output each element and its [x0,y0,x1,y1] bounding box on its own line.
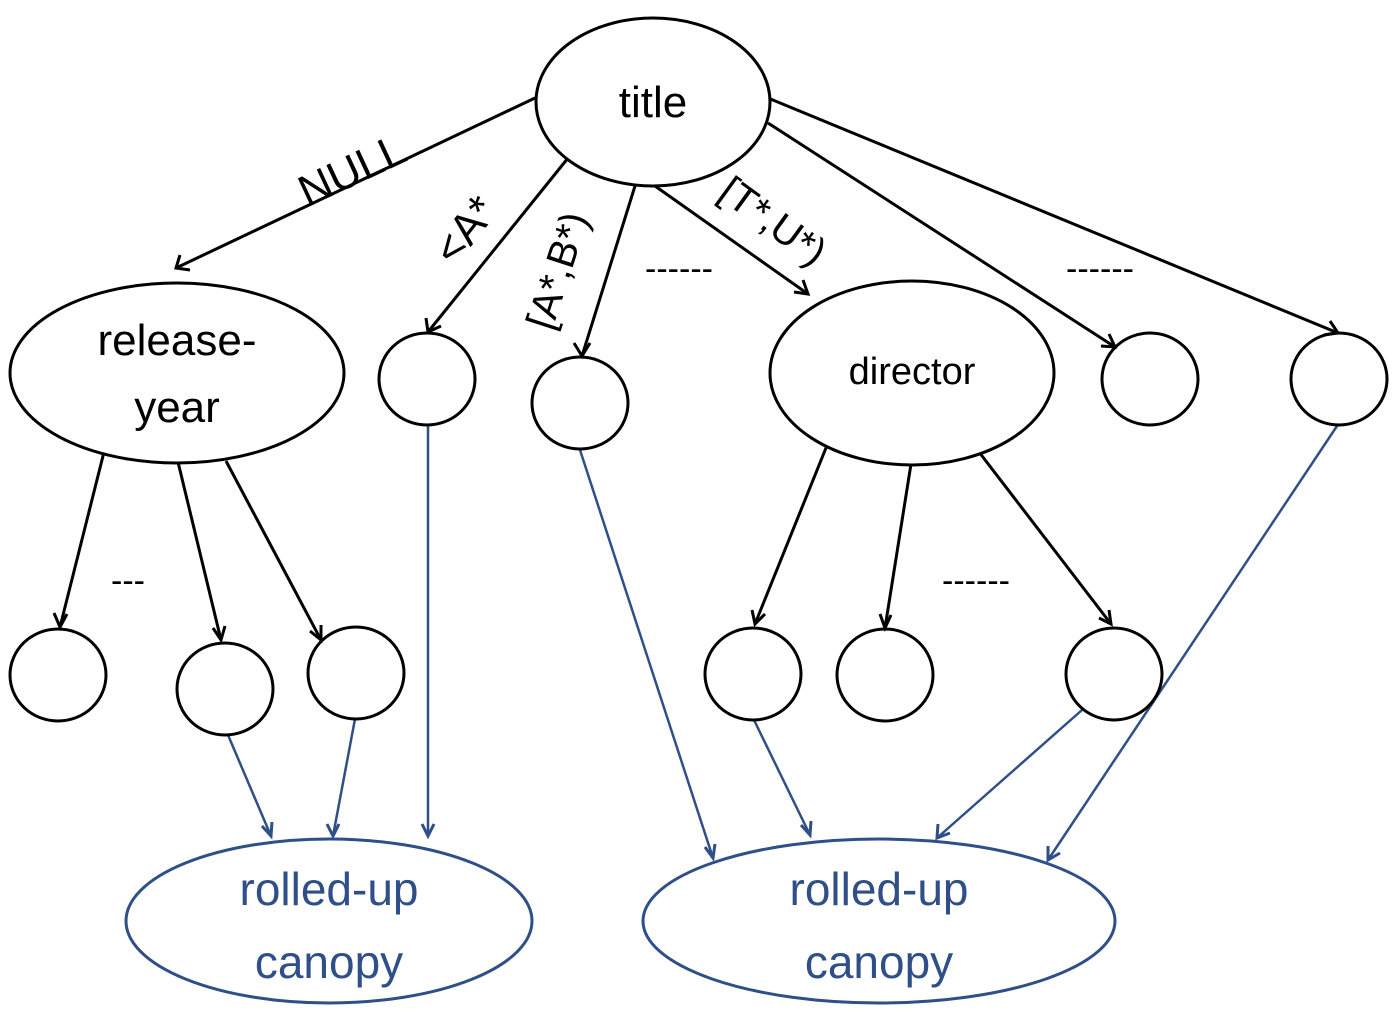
edge-label-null: NULL [291,124,414,216]
arrowhead-ry-child-2 [211,625,227,644]
label-left-canopy-line2: canopy [255,936,403,988]
edge-label-range-tu: [T*,U*) [711,169,834,275]
release-year-edges [58,451,323,641]
node-right-child-1 [1100,331,1200,427]
arrowhead-dir-child-3 [1098,609,1113,627]
edge-label-range-ab: [A*,B*) [518,207,597,335]
edge-director-to-child-1 [753,437,832,625]
edge-director-to-child-3 [977,451,1113,625]
edge-title-to-range-ab [580,185,637,357]
edge-release-year-to-child-1 [58,451,106,628]
label-left-canopy-line1: rolled-up [240,863,419,915]
node-dir-child-1 [703,626,803,722]
node-left-canopy [124,837,534,1005]
edge-label-dots-title-right: ------ [1066,250,1134,288]
edge-label-dots-release-year: --- [111,562,145,600]
node-ry-child-2 [175,641,275,737]
edge-label-dots-director: ------ [942,562,1010,600]
edge-label-lt-a: <A* [424,187,507,274]
edge-title-to-release-year [175,96,536,270]
edge-dir-child-3-to-right-canopy [936,709,1083,839]
arrowhead-dir-child-2 [878,613,893,632]
node-ry-child-3 [306,625,406,721]
arrowhead-right-canopy-3 [935,823,951,841]
node-director [768,279,1056,467]
edge-release-year-to-child-3 [224,460,323,641]
director-edges [753,437,1113,629]
root-edges [175,96,1339,357]
label-title: title [619,78,687,127]
arrowhead-ry-child-3 [309,625,323,644]
edge-right-child-2-to-right-canopy [1046,425,1339,861]
node-lt-a [377,331,477,427]
nodes [8,16,1389,1005]
arrowhead-ry-child-1 [52,612,69,631]
canopy-edges [226,425,1339,861]
edge-label-dots-title-mid: ------ [645,250,713,288]
edge-ry-child-2-to-left-canopy [226,734,273,837]
arrowhead-left-canopy-2 [325,823,341,840]
node-release-year [8,281,346,465]
arrowhead-director [793,279,811,296]
edge-title-to-lt-a [426,157,570,333]
node-right-canopy [641,837,1117,1005]
label-release-year-line1: release- [98,316,257,365]
edge-dir-child-1-to-right-canopy [752,719,812,836]
edge-range-ab-to-right-canopy [578,449,715,859]
arrowhead-dir-child-1 [750,609,767,628]
node-ry-child-1 [8,627,108,723]
node-labels: title release- year director rolled-up c… [98,78,976,988]
edge-release-year-to-child-2 [176,461,223,641]
arrowhead-right-canopy-1 [703,843,717,862]
edge-director-to-child-2 [883,463,913,629]
arrowheads [52,254,1341,863]
label-release-year-line2: year [134,383,220,432]
edge-title-to-director [654,184,809,296]
arrowhead-range-ab [572,342,592,359]
edge-title-to-right-child-1 [767,121,1116,349]
node-dir-child-3 [1064,626,1164,722]
edge-title-to-right-child-2 [767,96,1339,335]
arrowhead-release-year [174,254,191,272]
node-dir-child-2 [835,627,935,723]
arrowhead-left-canopy-1 [260,821,274,840]
node-range-ab [530,355,630,451]
label-right-canopy-line2: canopy [805,936,953,988]
node-title [534,16,772,188]
arrowhead-right-canopy-2 [799,820,813,839]
arrowhead-right-canopy-4 [1046,846,1061,863]
node-right-child-2 [1289,331,1389,427]
arrowhead-right-child-2 [1323,320,1341,337]
label-director: director [849,351,976,393]
label-right-canopy-line1: rolled-up [790,863,969,915]
arrowhead-lt-a [424,317,442,335]
arrowhead-left-canopy-3 [420,823,436,840]
edge-ry-child-3-to-left-canopy [331,718,357,837]
arrowhead-right-child-1 [1100,333,1118,349]
